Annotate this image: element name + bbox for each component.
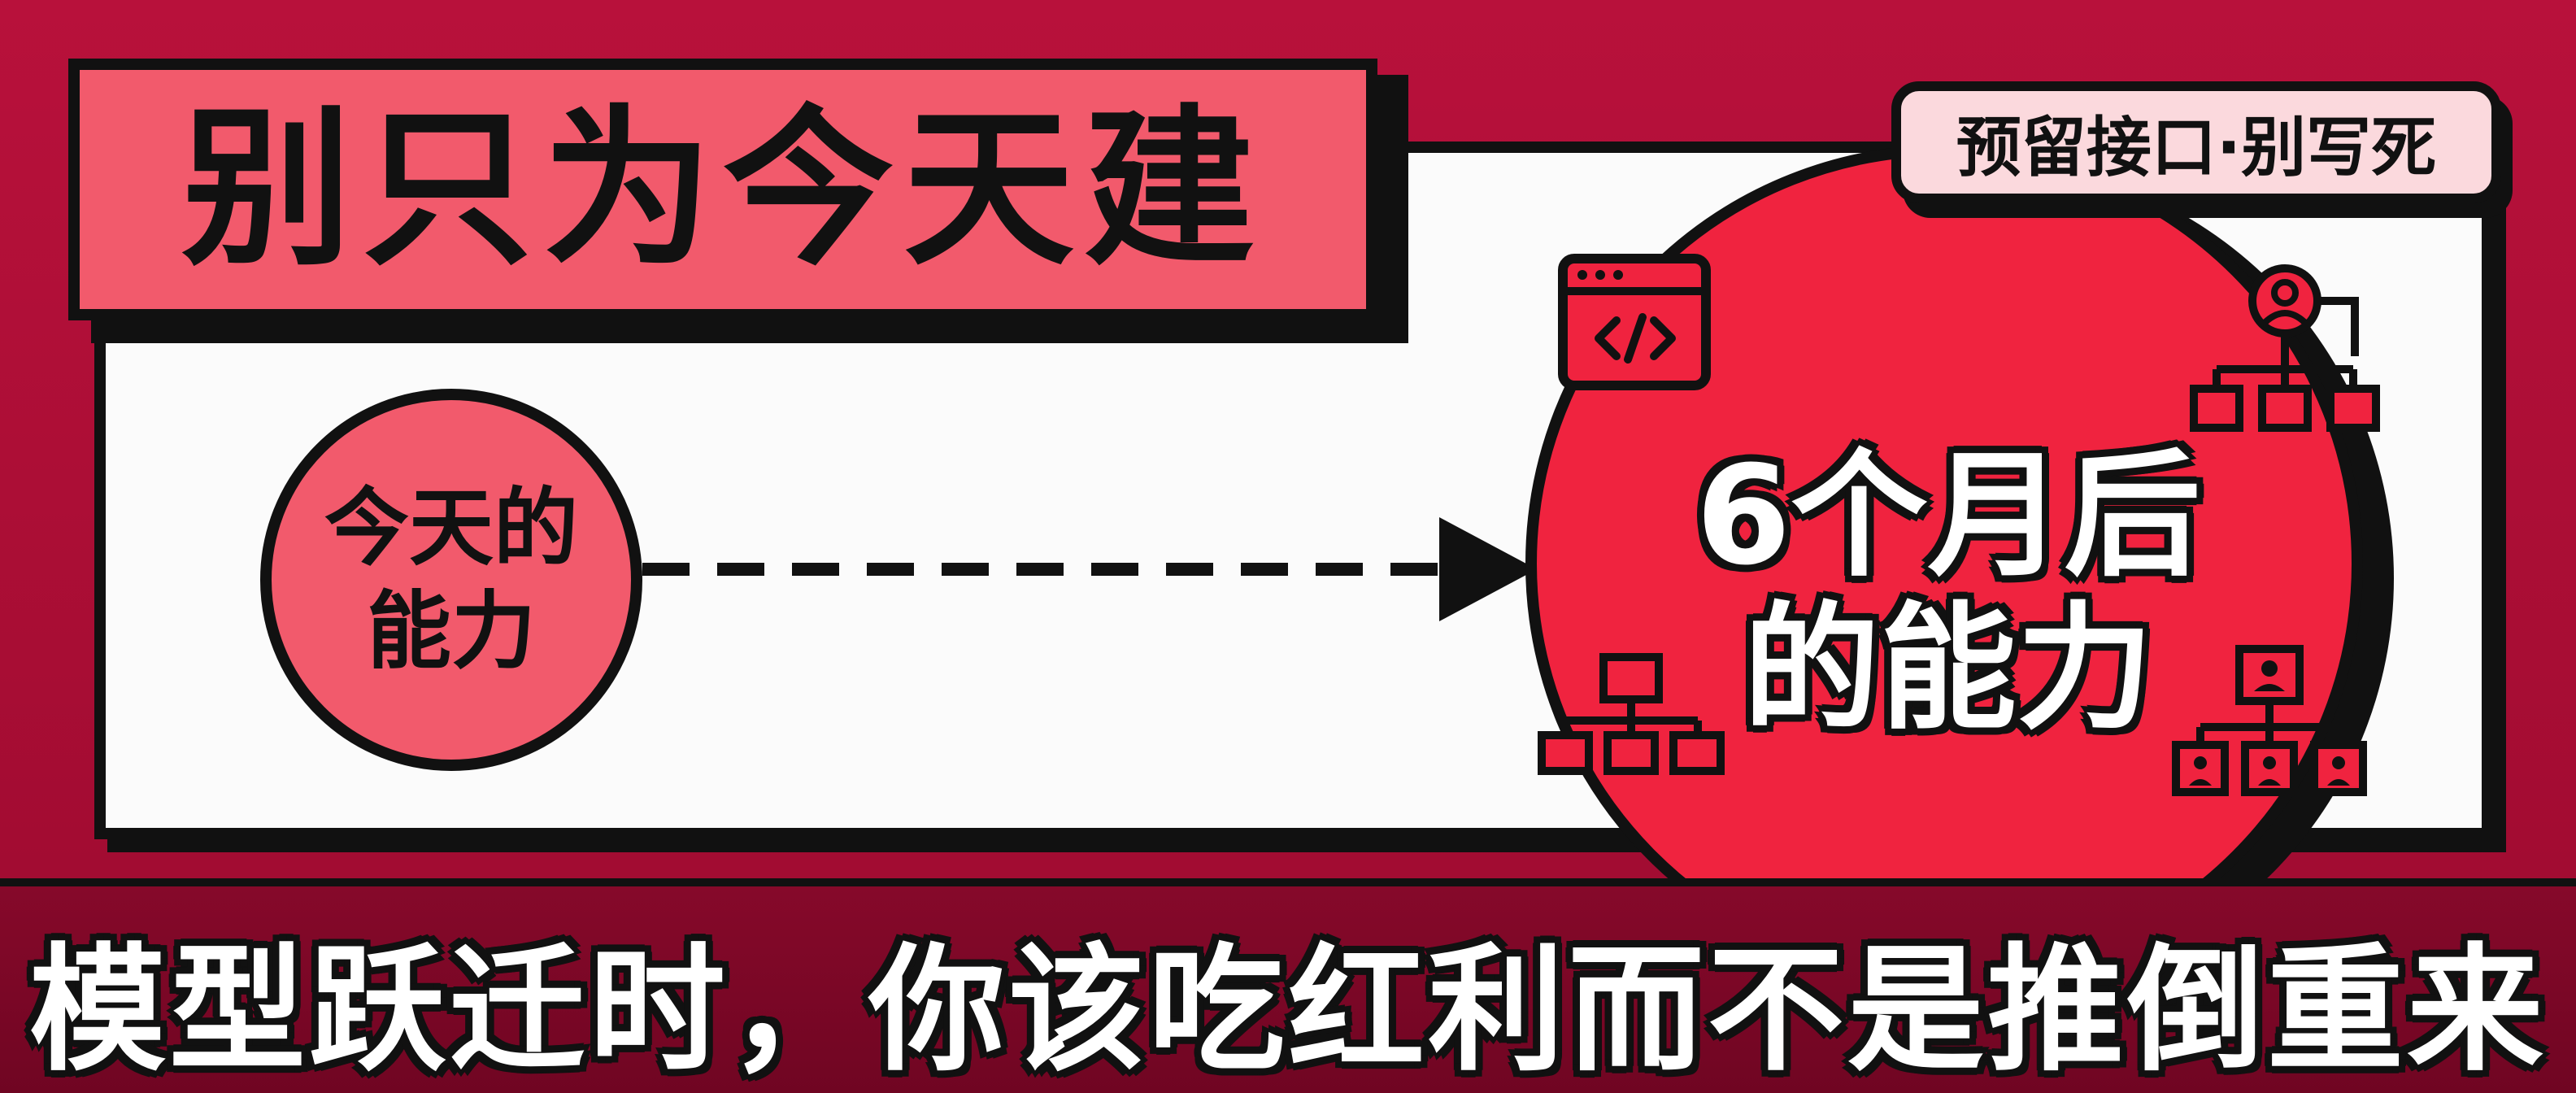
network-hierarchy-icon xyxy=(1538,653,1725,775)
today-circle: 今天的 能力 xyxy=(260,389,642,771)
user-hierarchy-icon xyxy=(2190,264,2380,432)
badge-text: 预留接口·别写死 xyxy=(1956,110,2437,185)
future-label: 6个月后 的能力 xyxy=(1607,439,2290,745)
future-label-line2: 的能力 xyxy=(1743,589,2153,749)
bottom-banner xyxy=(0,878,2576,1093)
code-window-icon xyxy=(1558,254,1711,390)
interface-badge: 预留接口·别写死 xyxy=(1891,81,2501,203)
team-hierarchy-icon xyxy=(2172,645,2367,796)
today-label-line2: 能力 xyxy=(366,581,536,681)
page-title: 别只为今天建 xyxy=(181,89,1264,289)
future-label-line1: 6个月后 xyxy=(1695,436,2201,595)
today-label: 今天的 能力 xyxy=(324,477,578,683)
today-label-line1: 今天的 xyxy=(324,478,578,578)
bottom-caption: 模型跃迁时，你该吃红利而不是推倒重来 xyxy=(29,930,2547,1090)
arrow-head xyxy=(1439,517,1537,621)
title-box: 别只为今天建 xyxy=(68,59,1377,320)
dashed-arrow xyxy=(642,517,1537,621)
